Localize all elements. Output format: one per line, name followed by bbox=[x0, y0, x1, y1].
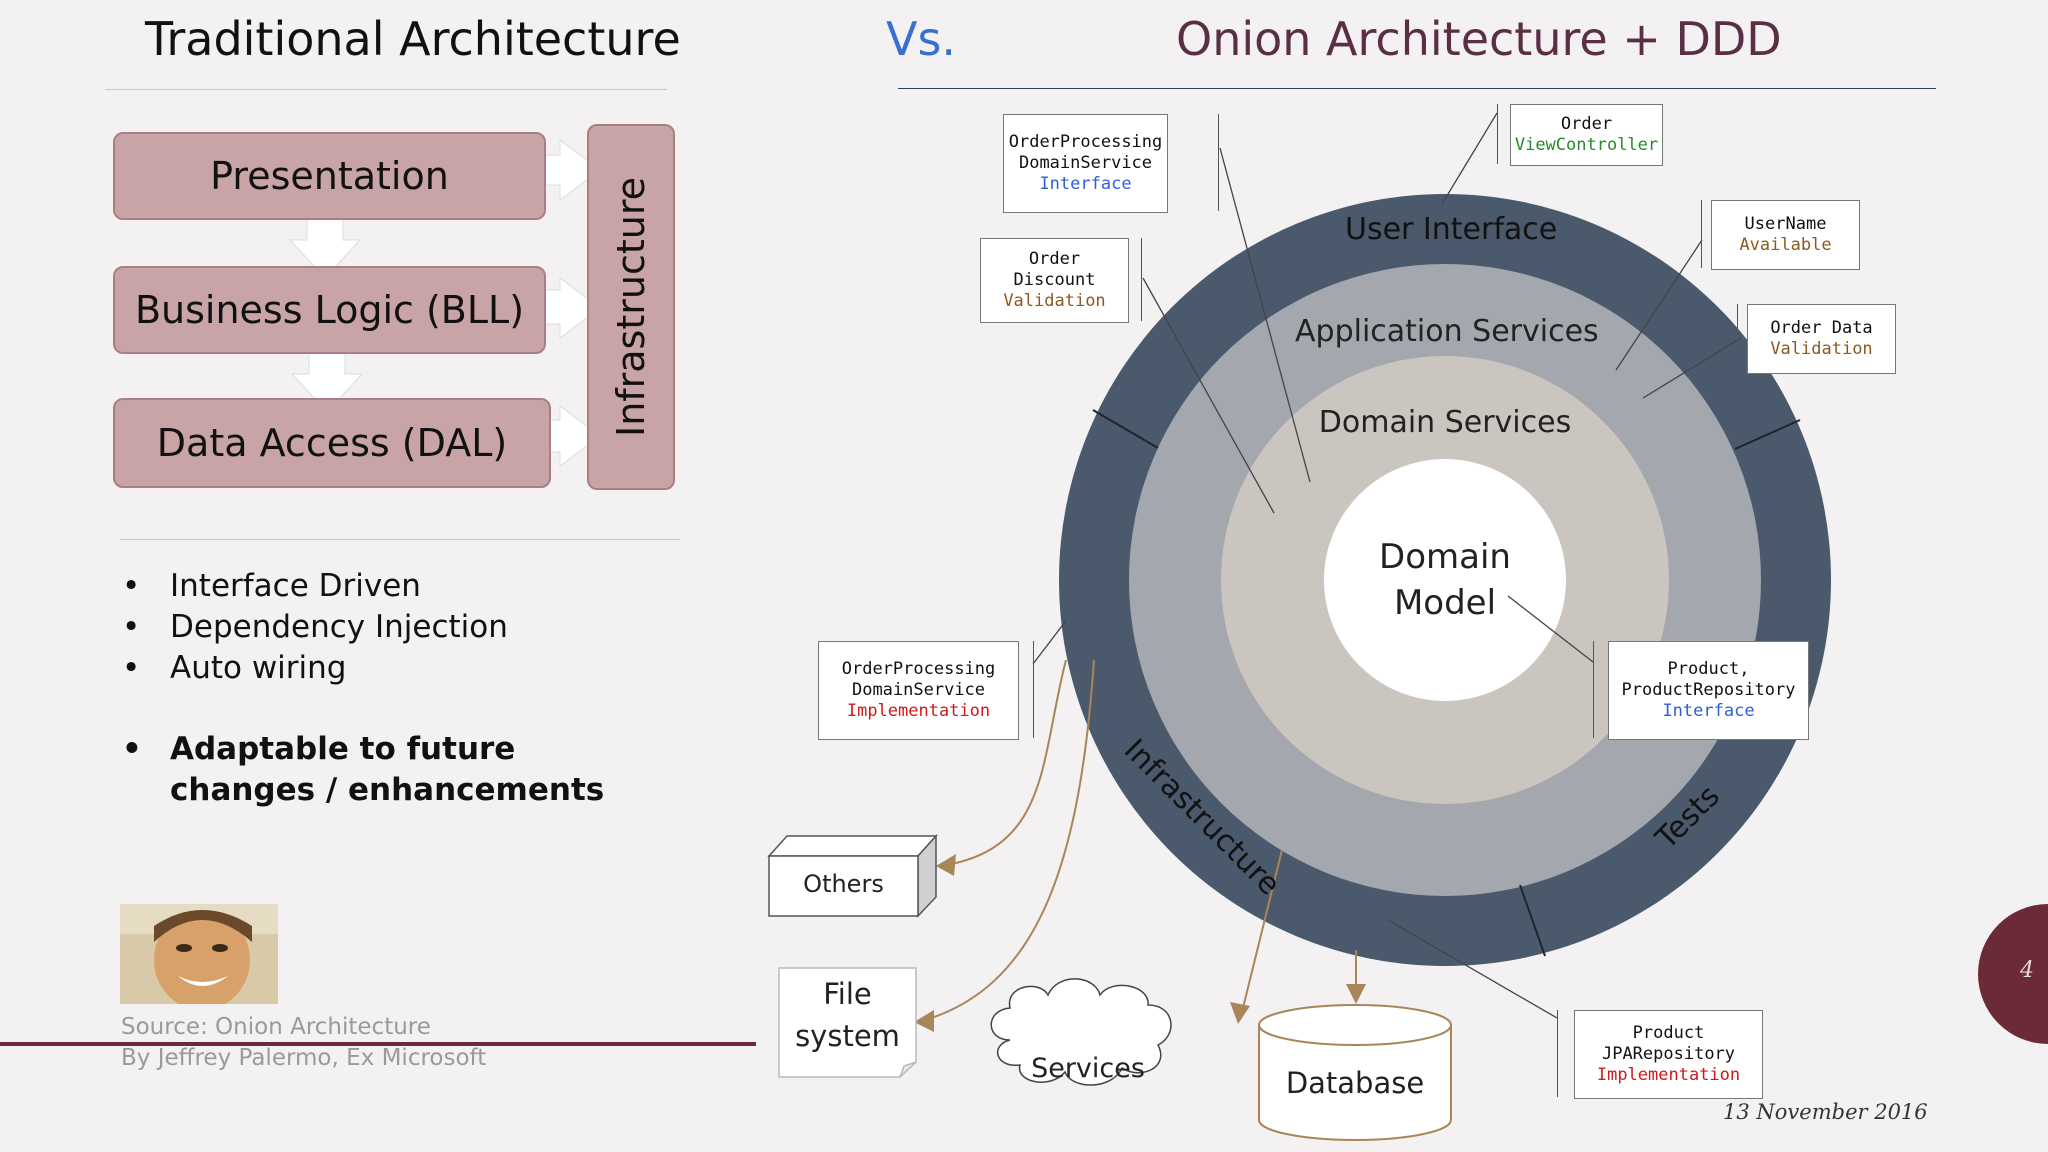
onion-title: Onion Architecture + DDD bbox=[1176, 12, 1782, 66]
note-bar-product-jpa bbox=[1557, 1010, 1558, 1097]
domain-model-line2: Model bbox=[1393, 583, 1497, 623]
note-bar-op-interface bbox=[1218, 114, 1219, 211]
note-username-available: UserName Available bbox=[1711, 200, 1860, 270]
note-product-jpa-implementation: Product JPARepository Implementation bbox=[1574, 1010, 1763, 1099]
services-label: Services bbox=[1031, 1053, 1145, 1084]
note-orderprocessing-implementation: OrderProcessing DomainService Implementa… bbox=[818, 641, 1019, 740]
note-product-repository-interface: Product, ProductRepository Interface bbox=[1608, 641, 1809, 740]
accent-line bbox=[0, 1042, 756, 1046]
domain-model-label: Domain Model bbox=[1345, 534, 1545, 626]
author-photo bbox=[120, 904, 278, 1004]
traditional-title: Traditional Architecture bbox=[145, 12, 681, 66]
right-title-divider bbox=[898, 88, 1936, 89]
note-order-viewcontroller: Order ViewController bbox=[1510, 104, 1663, 166]
adaptable-bullet: Adaptable to future changes / enhancement… bbox=[122, 729, 604, 811]
database-cylinder bbox=[1258, 1004, 1452, 1141]
presentation-layer: Presentation bbox=[113, 132, 546, 220]
business-logic-layer: Business Logic (BLL) bbox=[113, 266, 546, 354]
note-order-discount: Order Discount Validation bbox=[980, 238, 1129, 323]
note-bar-username bbox=[1701, 200, 1702, 268]
file-line2: system bbox=[795, 1019, 900, 1053]
note-bar-order-discount bbox=[1141, 238, 1142, 321]
adaptable-line2: changes / enhancements bbox=[170, 772, 605, 808]
file-system-doc bbox=[778, 967, 917, 1078]
domain-services-label: Domain Services bbox=[1318, 405, 1572, 440]
adaptable-line1: Adaptable to future bbox=[170, 731, 516, 767]
note-bar-op-impl bbox=[1033, 641, 1034, 738]
note-bar-product-repo bbox=[1593, 641, 1594, 738]
file-line1: File bbox=[823, 977, 872, 1011]
slide-date: 13 November 2016 bbox=[1723, 1100, 1928, 1124]
feature-bullets: Interface Driven Dependency Injection Au… bbox=[122, 566, 508, 689]
domain-model-line1: Domain bbox=[1379, 537, 1511, 577]
left-mid-divider bbox=[120, 539, 680, 540]
domain-model-core bbox=[1324, 459, 1566, 701]
infrastructure-column: Infrastructure bbox=[587, 124, 675, 490]
source-line1: Source: Onion Architecture bbox=[121, 1014, 431, 1040]
arrow-right-2 bbox=[543, 277, 601, 339]
others-box bbox=[767, 834, 938, 918]
database-label: Database bbox=[1285, 1066, 1425, 1100]
file-system-label: File system bbox=[779, 973, 916, 1057]
note-orderprocessing-interface: OrderProcessing DomainService Interface bbox=[1003, 114, 1168, 213]
application-services-label: Application Services bbox=[1295, 314, 1599, 349]
left-title-divider bbox=[105, 89, 667, 90]
others-label: Others bbox=[803, 870, 884, 898]
bullet-auto-wiring: Auto wiring bbox=[122, 648, 508, 689]
source-line2: By Jeffrey Palermo, Ex Microsoft bbox=[121, 1045, 487, 1071]
note-bar-viewcontroller bbox=[1497, 104, 1498, 164]
services-cloud bbox=[990, 978, 1172, 1086]
bullet-interface-driven: Interface Driven bbox=[122, 566, 508, 607]
bullet-dependency-injection: Dependency Injection bbox=[122, 607, 508, 648]
note-order-data-validation: Order Data Validation bbox=[1747, 304, 1896, 374]
data-access-layer: Data Access (DAL) bbox=[113, 398, 551, 488]
user-interface-label: User Interface bbox=[1345, 212, 1558, 247]
note-bar-order-data bbox=[1737, 304, 1738, 372]
page-number: 4 bbox=[2020, 958, 2034, 983]
vs-label: Vs. bbox=[886, 12, 957, 66]
